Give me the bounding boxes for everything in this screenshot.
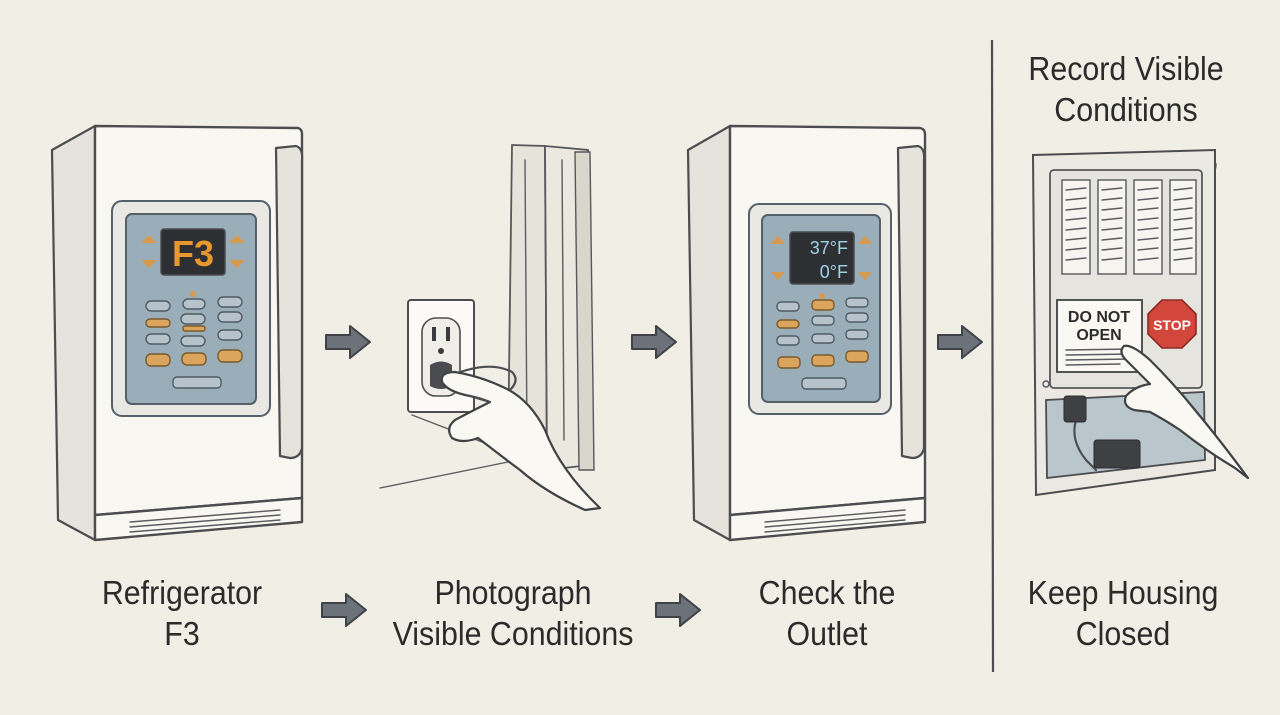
stop-sign-text: STOP: [1153, 317, 1191, 333]
warning-label-line1: DO NOT: [1068, 309, 1130, 326]
error-code-display: F3: [172, 233, 214, 274]
top-heading: Record Visible Conditions: [1019, 48, 1232, 130]
refrigerator-normal-illustration: 37°F 0°F: [686, 124, 927, 542]
step-1-line1: Refrigerator: [101, 574, 263, 611]
step-3-line1: Check the: [758, 574, 896, 611]
housing-warning-illustration: DO NOT OPEN STOP: [1031, 148, 1250, 497]
arrow-1: [325, 325, 371, 359]
section-divider: [990, 39, 995, 673]
refrigerator-error-illustration: F3: [50, 124, 304, 542]
warning-label-line2: OPEN: [1076, 327, 1121, 344]
step-3-line2: Outlet: [786, 615, 868, 652]
step-4-line2: Closed: [1075, 615, 1171, 652]
arrow-3: [937, 325, 983, 359]
freezer-temp-display: 0°F: [820, 262, 848, 282]
fridge-temp-display: 37°F: [810, 238, 848, 258]
step-2-line2: Visible Conditions: [392, 615, 634, 652]
step-2-line1: Photograph: [434, 574, 592, 611]
arrow-2: [631, 325, 677, 359]
stop-sign-icon: [1147, 299, 1197, 349]
outlet-and-hand-illustration: [379, 144, 602, 512]
top-heading-line1: Record Visible: [1028, 50, 1224, 87]
step-4-caption: Keep Housing Closed: [1017, 572, 1229, 654]
step-1-line2: F3: [164, 615, 200, 652]
step-2-caption: Photograph Visible Conditions: [383, 572, 642, 654]
step-1-caption: Refrigerator F3: [81, 572, 283, 654]
step-3-caption: Check the Outlet: [730, 572, 923, 654]
top-heading-line2: Conditions: [1054, 91, 1198, 128]
step-4-line1: Keep Housing: [1027, 574, 1219, 611]
